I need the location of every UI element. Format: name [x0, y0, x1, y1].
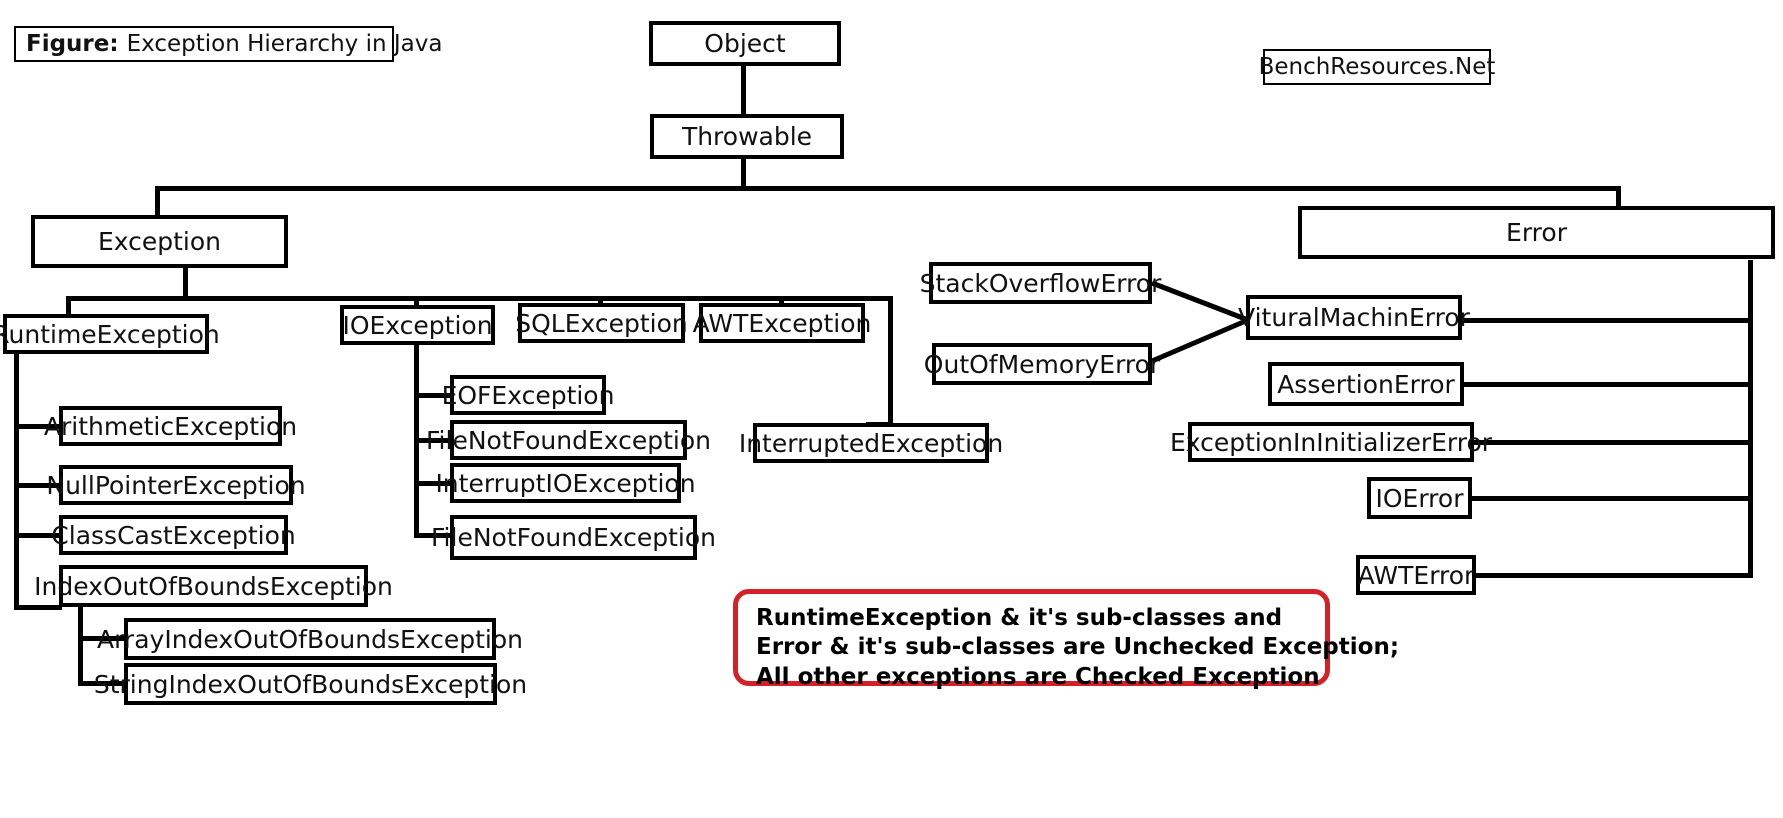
node-throwable-label: Throwable: [681, 122, 813, 151]
node-indexoutofboundsexception-label: IndexOutOfBoundsException: [34, 571, 393, 601]
edge-error-ioerror: [1468, 496, 1753, 501]
edge-indexoutofbounds-array: [78, 636, 126, 641]
node-exception[interactable]: Exception: [31, 215, 288, 268]
node-awtexception[interactable]: AWTException: [693, 303, 871, 343]
node-eofexception-label: EOFException: [441, 380, 615, 410]
note-line-1: RuntimeException & it's sub-classes and: [756, 605, 1283, 631]
node-vituralmachinerror[interactable]: VituralMachinError: [1238, 295, 1470, 340]
node-ioerror[interactable]: IOError: [1367, 477, 1472, 519]
edge-exception-down: [183, 266, 188, 298]
edge-error-awterror: [1472, 573, 1753, 578]
figure-caption: Figure: Exception Hierarchy in Java: [14, 26, 442, 62]
node-object-label: Object: [704, 29, 786, 58]
edge-error-spine: [1748, 260, 1753, 578]
node-outofmemoryerror-label: OutOfMemoryError: [923, 349, 1161, 379]
node-runtimeexception-label: RuntimeException: [0, 319, 220, 349]
note-line-2: Error & it's sub-classes are Unchecked E…: [756, 634, 1400, 661]
edge-ioexception-filenotfound1: [414, 438, 452, 443]
edge-exception-awtexception: [779, 296, 784, 305]
edge-indexoutofbounds-string: [78, 681, 126, 686]
node-stringindexoutofboundsexception[interactable]: StringIndexOutOfBoundsException: [94, 663, 527, 705]
node-outofmemoryerror[interactable]: OutOfMemoryError: [924, 343, 1160, 385]
watermark-text: BenchResources.Net: [1258, 54, 1496, 80]
node-arrayindexoutofboundsexception-label: ArrayIndexOutOfBoundsException: [96, 624, 524, 654]
node-filenotfoundexception-1[interactable]: FileNotFoundException: [426, 420, 711, 460]
node-vituralmachinerror-label: VituralMachinError: [1238, 303, 1470, 332]
node-ioexception-label: IOException: [342, 310, 493, 340]
node-arithmeticexception[interactable]: ArithmeticException: [44, 406, 297, 446]
node-stringindexoutofboundsexception-label: StringIndexOutOfBoundsException: [93, 669, 528, 699]
edge-runtimeexception-spine: [14, 352, 19, 610]
unchecked-checked-note: RuntimeException & it's sub-classes and …: [733, 589, 1400, 690]
edge-exception-runtimeexception: [66, 296, 71, 316]
edge-error-assertion: [1460, 382, 1753, 387]
edge-runtimeexception-indexoutofbounds: [14, 605, 62, 610]
node-error-label: Error: [1506, 218, 1567, 247]
node-stackoverflowerror-label: StackOverflowError: [919, 268, 1162, 298]
node-stackoverflowerror[interactable]: StackOverflowError: [920, 262, 1161, 304]
edge-exception-sqlexception: [598, 296, 603, 305]
edge-indexoutofbounds-spine: [78, 604, 83, 686]
node-filenotfoundexception-2[interactable]: FileNotFoundException: [431, 515, 716, 560]
node-arrayindexoutofboundsexception[interactable]: ArrayIndexOutOfBoundsException: [97, 618, 523, 660]
node-interruptioexception[interactable]: InterruptIOException: [435, 463, 696, 503]
node-exceptionininitializererror[interactable]: ExceptionInInitializerError: [1170, 422, 1492, 462]
node-interruptioexception-label: InterruptIOException: [435, 468, 696, 498]
node-nullpointerexception[interactable]: NullPointerException: [46, 465, 306, 505]
edge-ioexception-filenotfound2: [414, 533, 452, 538]
node-sqlexception[interactable]: SQLException: [515, 303, 688, 343]
edge-throwable-bus: [155, 186, 1621, 191]
node-runtimeexception[interactable]: RuntimeException: [0, 314, 220, 354]
edge-exception-bus: [66, 296, 893, 301]
node-awterror-label: AWTError: [1357, 560, 1475, 590]
node-exceptionininitializererror-label: ExceptionInInitializerError: [1169, 427, 1493, 457]
node-classcastexception-label: ClassCastException: [51, 520, 296, 550]
node-filenotfoundexception-2-label: FileNotFoundException: [431, 523, 717, 552]
edge-runtimeexception-arithmetic: [14, 424, 62, 429]
edge-exception-interruptedexception-vert: [888, 296, 893, 424]
edge-throwable-down: [741, 156, 746, 189]
edge-error-virtualmachine: [1458, 318, 1753, 323]
note-line-3: All other exceptions are Checked Excepti…: [756, 663, 1320, 690]
edge-stackoverflow-virtualmachine: [1151, 280, 1249, 323]
node-ioexception[interactable]: IOException: [340, 305, 495, 345]
edge-runtimeexception-nullpointer: [14, 483, 62, 488]
figure-caption-title: Exception Hierarchy in Java: [126, 31, 443, 57]
figure-caption-label: Figure:: [26, 31, 119, 57]
node-indexoutofboundsexception[interactable]: IndexOutOfBoundsException: [34, 565, 393, 607]
node-awtexception-label: AWTException: [692, 308, 872, 338]
edge-object-throwable: [741, 64, 746, 118]
node-filenotfoundexception-1-label: FileNotFoundException: [426, 425, 712, 455]
node-assertionerror[interactable]: AssertionError: [1268, 362, 1464, 406]
edge-outofmemory-virtualmachine: [1151, 317, 1249, 364]
edge-error-exceptionininitializer: [1470, 440, 1753, 445]
node-ioerror-label: IOError: [1375, 483, 1464, 513]
edge-ioexception-interruptio: [414, 481, 452, 486]
node-eofexception[interactable]: EOFException: [442, 375, 614, 415]
edge-exception-ioexception: [414, 296, 419, 307]
node-classcastexception[interactable]: ClassCastException: [51, 515, 296, 555]
node-object[interactable]: Object: [649, 21, 841, 66]
watermark-badge: BenchResources.Net: [1259, 49, 1495, 85]
node-interruptedexception-label: InterruptedException: [738, 428, 1004, 458]
node-error[interactable]: Error: [1298, 206, 1775, 259]
node-awterror[interactable]: AWTError: [1356, 555, 1476, 595]
edge-ioexception-eof: [414, 393, 452, 398]
node-nullpointerexception-label: NullPointerException: [46, 470, 306, 500]
node-sqlexception-label: SQLException: [515, 308, 688, 338]
node-exception-label: Exception: [97, 227, 222, 256]
edge-runtimeexception-classcast: [14, 533, 62, 538]
node-interruptedexception[interactable]: InterruptedException: [739, 423, 1003, 463]
node-throwable[interactable]: Throwable: [650, 114, 844, 159]
edge-bus-exception: [155, 186, 160, 216]
node-arithmeticexception-label: ArithmeticException: [43, 411, 298, 441]
node-assertionerror-label: AssertionError: [1277, 369, 1455, 399]
